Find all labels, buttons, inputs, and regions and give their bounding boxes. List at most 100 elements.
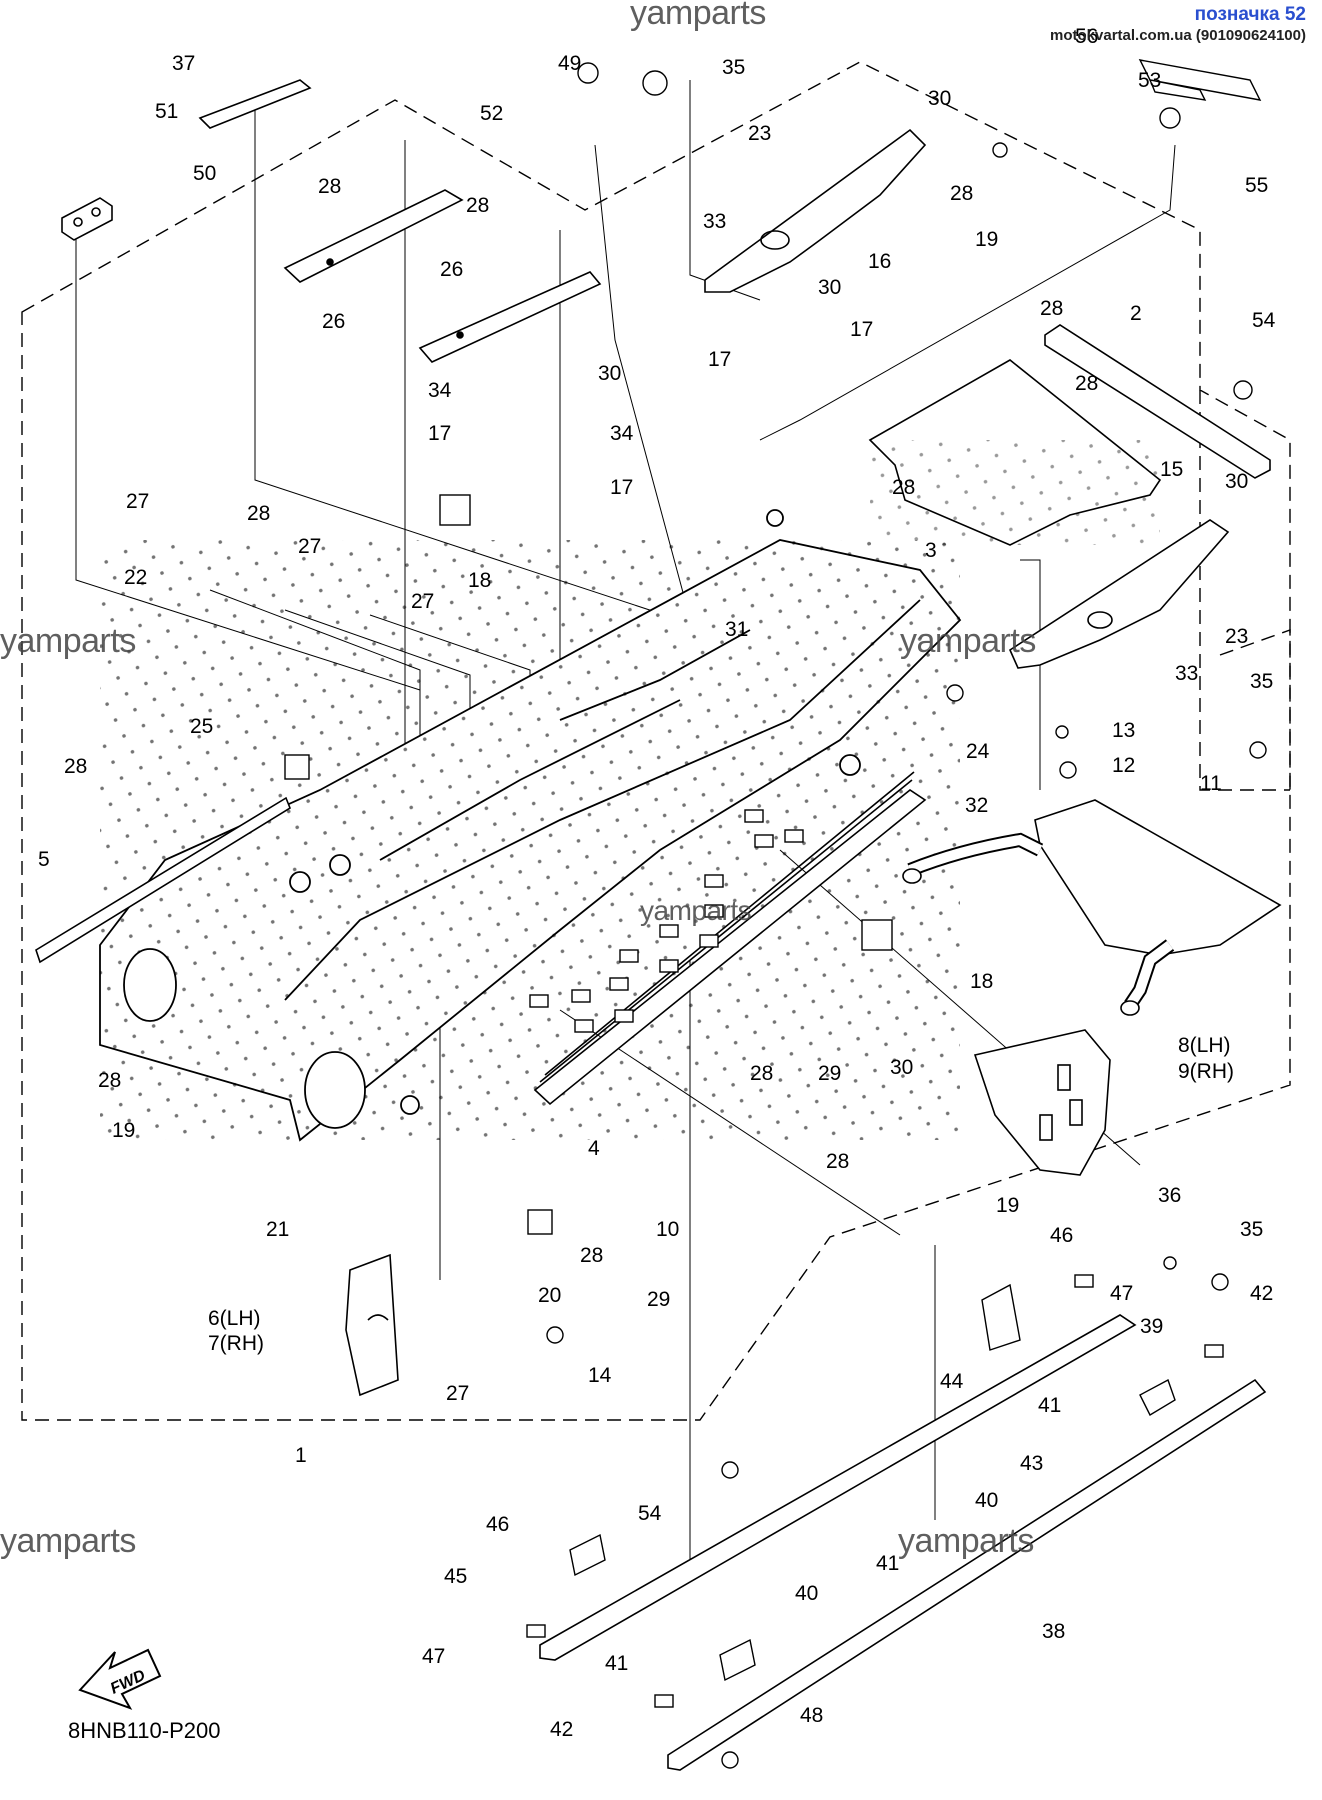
callout: 16 [868, 250, 891, 273]
part-55-56-sheets [1138, 59, 1262, 101]
callout: 23 [1225, 625, 1248, 648]
callout: 51 [155, 100, 178, 123]
callout: 19 [112, 1119, 135, 1142]
callout: 41 [1038, 1394, 1061, 1417]
part-11-exhaust-assembly [902, 799, 1282, 1016]
callout: 30 [890, 1056, 913, 1079]
watermark-center: yamparts [640, 895, 752, 926]
callout: 12 [1112, 754, 1135, 777]
small-blocks [284, 62, 1267, 1769]
callout: 52 [480, 102, 503, 125]
callout: 31 [725, 618, 748, 641]
fwd-arrow: FWD [78, 1648, 162, 1710]
callout: 50 [193, 162, 216, 185]
callout: 38 [1042, 1620, 1065, 1643]
callout: 42 [1250, 1282, 1273, 1305]
callout: 29 [818, 1062, 841, 1085]
callout: 25 [190, 715, 213, 738]
part-37-strip [198, 79, 312, 129]
callout: 35 [722, 56, 745, 79]
callout: 49 [558, 52, 581, 75]
callout: 5 [38, 848, 50, 871]
callout: 35 [1240, 1218, 1263, 1241]
callout: 28 [892, 476, 915, 499]
callout: 22 [124, 566, 147, 589]
callout: 54 [1252, 309, 1276, 332]
callout: 23 [748, 122, 771, 145]
callout: 28 [247, 502, 270, 525]
callout: 54 [638, 1502, 662, 1525]
callout: 28 [318, 175, 341, 198]
callout: 8(LH) [1178, 1034, 1231, 1057]
callout: 20 [538, 1284, 561, 1307]
callout: 9(RH) [1178, 1060, 1234, 1083]
callout: 28 [580, 1244, 603, 1267]
callout: 43 [1020, 1452, 1043, 1475]
callout: 47 [1110, 1282, 1133, 1305]
callout: 28 [826, 1150, 849, 1173]
part-4-heat-exchanger [533, 771, 927, 1106]
callout: 53 [1138, 69, 1161, 92]
callout: 41 [876, 1552, 899, 1575]
callout: 21 [266, 1218, 289, 1241]
part-1-main-chassis [99, 509, 962, 1142]
callout: 13 [1112, 719, 1135, 742]
watermark-left: yamparts [0, 622, 136, 660]
callout: 46 [1050, 1224, 1073, 1247]
callout: 27 [411, 590, 434, 613]
callout: 15 [1160, 458, 1183, 481]
callout: 33 [703, 210, 726, 233]
callout: 34 [428, 379, 452, 402]
floor-vent-holes [529, 809, 804, 1033]
callout: 28 [1040, 297, 1063, 320]
part-15-plate [1008, 519, 1230, 669]
callout: 14 [588, 1364, 612, 1387]
part-43-runner [539, 1314, 1137, 1661]
callout: 26 [440, 258, 463, 281]
part-6-7-bracket [345, 1253, 399, 1397]
callout: 28 [1075, 372, 1098, 395]
callout: 29 [647, 1288, 670, 1311]
callout: 36 [1158, 1184, 1181, 1207]
callout: 27 [446, 1382, 469, 1405]
callout: 6(LH) [208, 1307, 261, 1330]
callout: 46 [486, 1513, 509, 1536]
callout: 18 [468, 569, 491, 592]
callout: 28 [750, 1062, 773, 1085]
callout: 47 [422, 1645, 445, 1668]
callout: 2 [1130, 302, 1142, 325]
watermark-bottom-left: yamparts [0, 1522, 136, 1560]
callout: 27 [298, 535, 321, 558]
callout: 17 [708, 348, 731, 371]
callout: 34 [610, 422, 634, 445]
callout: 28 [64, 755, 87, 778]
callout: 17 [428, 422, 451, 445]
callout: 19 [975, 228, 998, 251]
watermark-top: yamparts [630, 0, 766, 32]
callout: 27 [126, 490, 149, 513]
callout: 10 [656, 1218, 679, 1241]
callout: 26 [322, 310, 345, 333]
watermark-mid: yamparts [900, 622, 1036, 660]
part-8-9-bracket [973, 1029, 1111, 1176]
callout: 41 [605, 1652, 628, 1675]
callout: 28 [466, 194, 489, 217]
callout: 40 [795, 1582, 818, 1605]
header-note-site: motokvartal.com.ua (901090624100) [1050, 27, 1306, 44]
part-26-strip-left [283, 189, 464, 283]
callout: 28 [950, 182, 973, 205]
callout: 4 [588, 1137, 600, 1160]
callout: 42 [550, 1718, 573, 1741]
callout: 17 [610, 476, 633, 499]
callout: 30 [1225, 470, 1248, 493]
part-26-strip-right [418, 271, 602, 363]
part-5-side-rail [35, 796, 291, 964]
header-note-title: позначка 52 [1194, 4, 1306, 25]
callout: 32 [965, 794, 988, 817]
callout: 30 [818, 276, 841, 299]
callout-labels: 37 51 50 28 26 28 26 49 52 35 30 23 33 1… [38, 25, 1276, 1741]
part-50-bracket [61, 197, 113, 241]
header-note: позначка 52 motokvartal.com.ua (90109062… [1050, 4, 1306, 44]
callout: 39 [1140, 1315, 1163, 1338]
callout: 30 [928, 87, 951, 110]
